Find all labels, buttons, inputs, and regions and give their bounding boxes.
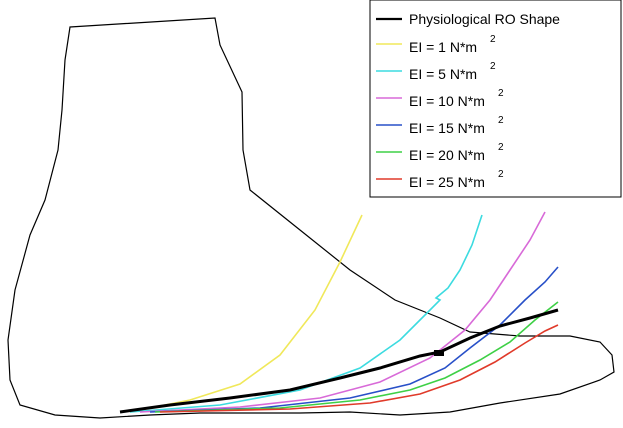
svg-text:2: 2	[498, 169, 504, 180]
curve-ei-15	[149, 266, 559, 413]
legend-box	[369, 0, 622, 198]
legend-superscript: 2	[498, 88, 504, 99]
legend-label: EI = 5 N*m	[409, 66, 477, 82]
legend-item-ei-1: EI = 1 N*m 2	[376, 34, 496, 55]
svg-text:2: 2	[498, 142, 504, 153]
legend-label: EI = 1 N*m	[409, 39, 477, 55]
svg-text:2: 2	[490, 34, 496, 45]
svg-text:EI = 15 N*m: EI = 15 N*m	[409, 120, 485, 136]
svg-text:2: 2	[490, 61, 496, 72]
foot-outline	[7, 17, 615, 419]
legend-label: EI = 20 N*m	[409, 147, 485, 163]
curve-ei-5	[129, 214, 483, 413]
legend-superscript: 2	[498, 169, 504, 180]
svg-text:EI = 5 N*m: EI = 5 N*m	[409, 66, 477, 82]
legend-superscript: 2	[498, 142, 504, 153]
svg-text:EI = 20 N*m: EI = 20 N*m	[409, 147, 485, 163]
legend-superscript: 2	[490, 61, 496, 72]
legend-item-ei-20: EI = 20 N*m 2	[376, 142, 504, 163]
legend-item-ei-25: EI = 25 N*m 2	[376, 169, 504, 190]
svg-text:2: 2	[498, 88, 504, 99]
legend-label: EI = 25 N*m	[409, 174, 485, 190]
curve-ei-20	[154, 301, 559, 413]
legend-item-physiological-ro-shape: Physiological RO Shape	[376, 11, 560, 27]
svg-text:EI = 1 N*m: EI = 1 N*m	[409, 39, 477, 55]
legend-label: EI = 15 N*m	[409, 120, 485, 136]
physiological-ro-marker	[434, 350, 444, 356]
legend: Physiological RO Shape EI = 1 N*m 2 EI =…	[369, 0, 622, 198]
legend-label: Physiological RO Shape	[409, 11, 560, 27]
legend-superscript: 2	[498, 115, 504, 126]
curve-ei-1	[129, 214, 363, 413]
svg-text:EI = 10 N*m: EI = 10 N*m	[409, 93, 485, 109]
curve-ei-25	[159, 324, 559, 413]
svg-text:2: 2	[498, 115, 504, 126]
curve-ei-10	[139, 211, 546, 413]
svg-text:EI = 25 N*m: EI = 25 N*m	[409, 174, 485, 190]
legend-label: EI = 10 N*m	[409, 93, 485, 109]
legend-item-ei-15: EI = 15 N*m 2	[376, 115, 504, 136]
legend-item-ei-5: EI = 5 N*m 2	[376, 61, 496, 82]
curve-physiological-ro-shape	[119, 308, 559, 414]
legend-item-ei-10: EI = 10 N*m 2	[376, 88, 504, 109]
svg-text:Physiological RO Shape: Physiological RO Shape	[409, 11, 560, 27]
legend-superscript: 2	[490, 34, 496, 45]
curves	[119, 211, 559, 414]
